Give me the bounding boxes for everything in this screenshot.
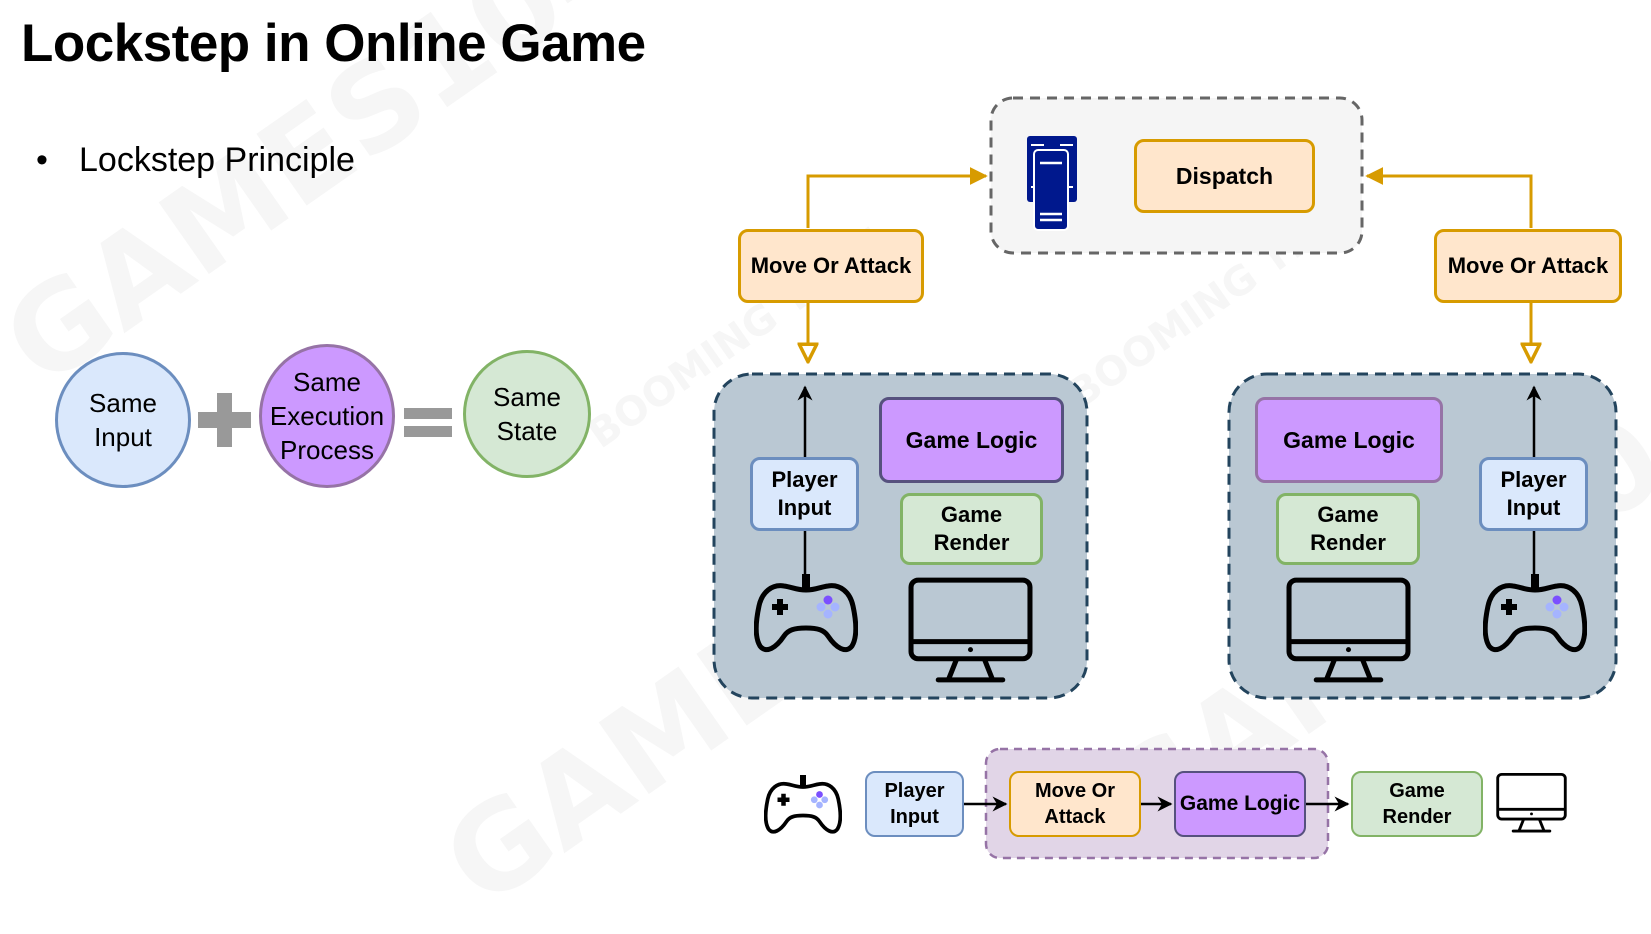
connector-left-to-server (806, 167, 988, 228)
move-or-attack-left: Move Or Attack (738, 229, 924, 303)
player-input-right: Player Input (1479, 457, 1588, 531)
pipeline-label: Player Input (884, 780, 945, 828)
game-render-left: Game Render (900, 493, 1043, 565)
dispatch-node: Dispatch (1134, 139, 1315, 213)
pipeline-label: Game Logic (1179, 792, 1301, 815)
plus-operator (198, 393, 251, 447)
slide-title: Lockstep in Online Game (21, 14, 646, 73)
dispatch-label: Dispatch (1175, 162, 1274, 189)
bullet-text: Lockstep Principle (79, 141, 355, 179)
server-rack-icon (1027, 136, 1077, 231)
player-input-left: Player Input (750, 457, 859, 531)
game-render-right: Game Render (1276, 493, 1420, 565)
pipeline-player-input: Player Input (865, 771, 964, 837)
circle-label: Same Execution Process (269, 367, 385, 465)
game-render-label: Game Render (1310, 502, 1386, 555)
circle-label: Same State (493, 382, 561, 446)
pipeline-game-logic: Game Logic (1174, 771, 1306, 837)
move-or-attack-right: Move Or Attack (1434, 229, 1622, 303)
circle-label: Same Input (89, 388, 157, 452)
monitor-icon (1496, 772, 1567, 833)
game-logic-right: Game Logic (1255, 397, 1443, 483)
message-label: Move Or Attack (1447, 253, 1609, 278)
pipeline-label: Game Render (1382, 780, 1452, 828)
equals-operator (404, 408, 452, 437)
pipeline-move-or-attack: Move Or Attack (1009, 771, 1141, 837)
game-logic-label: Game Logic (905, 426, 1038, 453)
same-input-circle: Same Input (55, 352, 191, 488)
pipeline-label: Move Or Attack (1034, 780, 1116, 828)
game-render-label: Game Render (933, 502, 1010, 555)
gamepad-icon (764, 774, 842, 834)
game-logic-left: Game Logic (879, 397, 1064, 483)
player-input-label: Player Input (1500, 467, 1567, 520)
pipeline-game-render: Game Render (1351, 771, 1483, 837)
bullet-marker: • (36, 141, 48, 179)
player-input-label: Player Input (771, 467, 838, 520)
message-label: Move Or Attack (750, 253, 912, 278)
same-state-circle: Same State (463, 350, 591, 478)
game-logic-label: Game Logic (1283, 426, 1415, 453)
same-execution-process-circle: Same Execution Process (259, 344, 395, 488)
connector-right-to-server (1365, 167, 1533, 228)
